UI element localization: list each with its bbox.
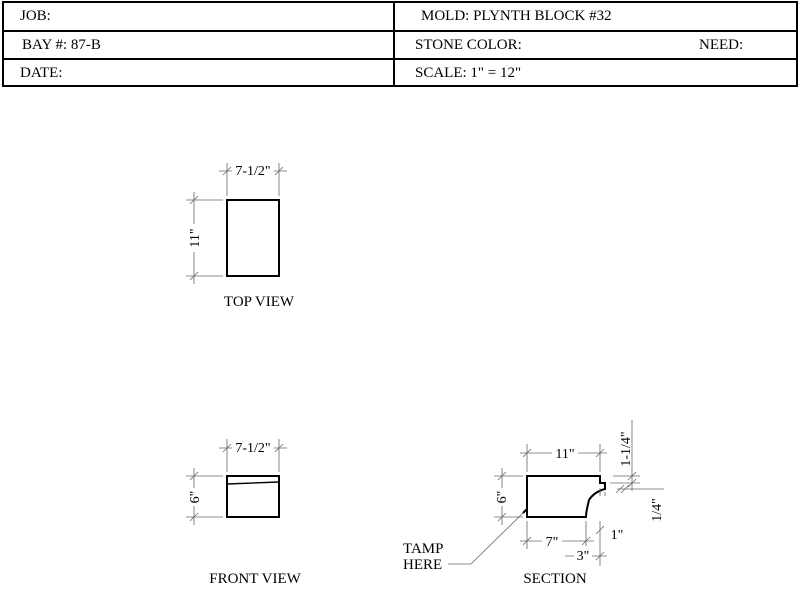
need-label: NEED: (699, 37, 744, 53)
front-view-outline (226, 475, 280, 518)
top-view: 7-1/2" 11" TOP VIEW (186, 161, 295, 310)
section-profile (526, 475, 606, 518)
front-view: 7-1/2" 6" FRONT VIEW (186, 438, 302, 587)
tamp-leader (448, 508, 528, 565)
section-width-text: 11" (555, 447, 574, 462)
front-view-height-text-mask (186, 488, 202, 506)
bay-label: BAY #: 87-B (22, 37, 101, 53)
section-curve-text-mask (574, 546, 592, 563)
section-view: 11" 6" 1-1/4" 1/4" (403, 420, 665, 587)
front-view-title: FRONT VIEW (209, 571, 301, 587)
front-view-top-edge (226, 481, 280, 485)
section-height-text-mask (494, 488, 510, 506)
top-view-height-text: 11" (188, 228, 203, 247)
section-step-text: 1" (611, 528, 624, 543)
section-step-tick (595, 525, 605, 535)
date-label: DATE: (20, 65, 63, 81)
section-bottom-text: 7" (546, 535, 559, 550)
tamp-note-line1: TAMP (403, 541, 443, 557)
tamp-note-line2: HERE (403, 557, 442, 573)
section-bottom-text-mask (542, 532, 562, 549)
title-block-divider (4, 58, 796, 60)
section-top-step-text: 1-1/4" (619, 431, 634, 466)
scale-label: SCALE: 1" = 12" (415, 65, 522, 81)
section-width-text-mask (552, 444, 578, 462)
mold-label: MOLD: PLYNTH BLOCK #32 (421, 8, 612, 24)
title-block-divider (393, 3, 395, 85)
section-top-step-dimension (610, 420, 640, 491)
top-view-width-text: 7-1/2" (235, 164, 270, 179)
top-view-height-text-mask (186, 224, 202, 252)
section-curve-text: 3" (577, 549, 590, 564)
section-right-step-dimension (599, 484, 664, 496)
stone-color-label: STONE COLOR: (415, 37, 522, 53)
front-view-height-text: 6" (188, 491, 203, 504)
title-block: JOB: MOLD: PLYNTH BLOCK #32 BAY #: 87-B … (2, 1, 798, 87)
top-view-outline (226, 199, 280, 277)
job-label: JOB: (20, 8, 51, 24)
section-title: SECTION (523, 571, 587, 587)
front-view-width-text-mask (232, 438, 274, 456)
section-right-step-text: 1/4" (650, 498, 665, 522)
title-block-divider (4, 30, 796, 32)
top-view-title: TOP VIEW (224, 294, 295, 310)
front-view-width-text: 7-1/2" (235, 441, 270, 456)
top-view-width-text-mask (232, 161, 274, 179)
section-height-text: 6" (495, 491, 510, 504)
